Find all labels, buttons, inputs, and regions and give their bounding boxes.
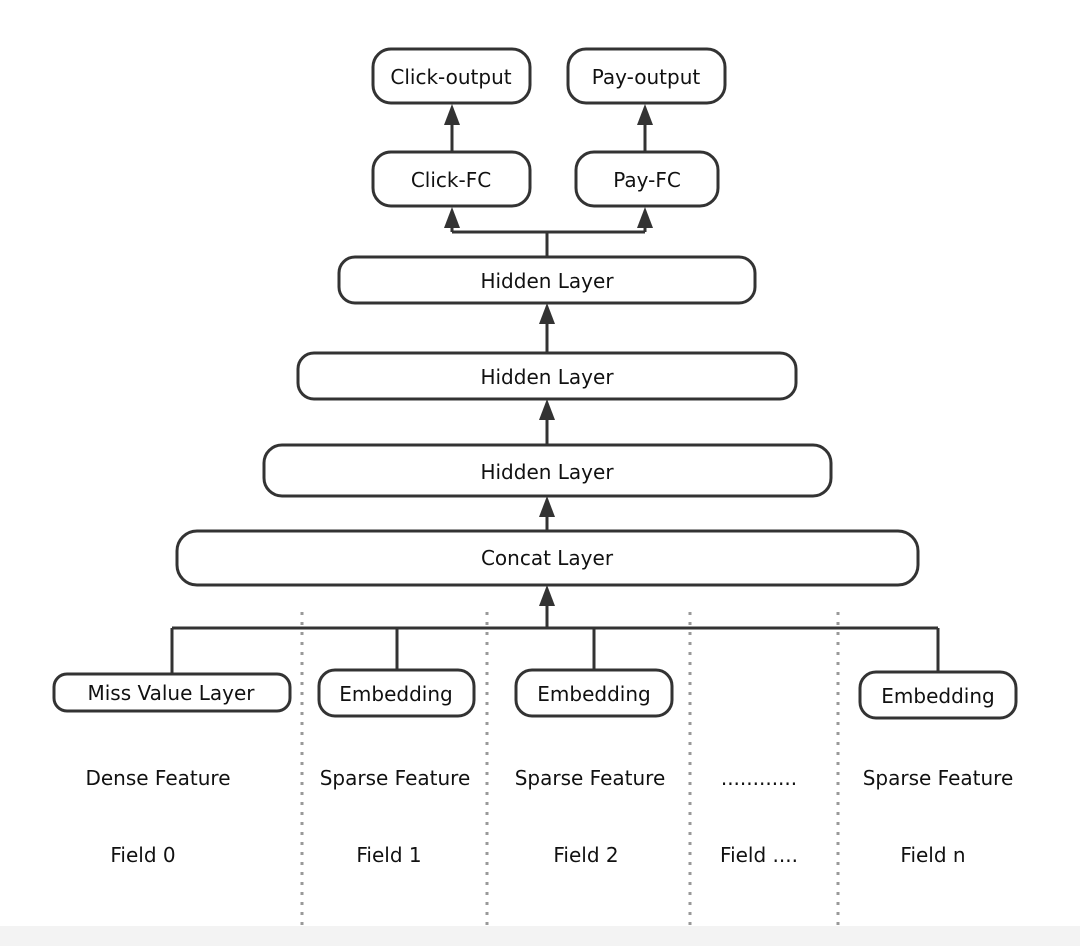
pay-output-node: Pay-output bbox=[566, 47, 727, 105]
hidden-layer-mid-box bbox=[296, 351, 798, 401]
embedding-n-label: Embedding bbox=[881, 684, 994, 708]
embedding-1-node: Embedding bbox=[317, 668, 476, 718]
input-layer-nodes: Miss Value Layer Embedding Embedding Emb… bbox=[52, 668, 1018, 720]
click-fc-box bbox=[371, 150, 532, 208]
hidden-layer-bottom-label: Hidden Layer bbox=[480, 460, 614, 484]
fc-nodes: Click-FC Pay-FC bbox=[371, 150, 720, 208]
field-labels: Field 0 Field 1 Field 2 Field .... Field… bbox=[110, 843, 965, 867]
hidden-layer-bottom-node: Hidden Layer bbox=[262, 443, 833, 498]
concat-layer-node: Concat Layer bbox=[175, 529, 920, 587]
field-label-ellipsis: Field .... bbox=[720, 843, 798, 867]
miss-value-layer-label: Miss Value Layer bbox=[87, 681, 255, 705]
pay-output-box bbox=[566, 47, 727, 105]
arrowhead-concat bbox=[539, 585, 555, 606]
concat-layer-label: Concat Layer bbox=[481, 546, 614, 570]
arrowhead-pay-output bbox=[637, 104, 653, 125]
pay-fc-box bbox=[574, 150, 720, 208]
click-fc-label: Click-FC bbox=[411, 168, 491, 192]
pay-fc-label: Pay-FC bbox=[613, 168, 681, 192]
feature-labels: Dense Feature Sparse Feature Sparse Feat… bbox=[85, 766, 1013, 790]
embedding-1-box bbox=[317, 668, 476, 718]
embedding-2-box bbox=[514, 668, 674, 718]
click-output-box bbox=[371, 47, 532, 105]
feature-label-ellipsis: ............ bbox=[721, 766, 797, 790]
embedding-n-box bbox=[858, 670, 1018, 720]
field-label-1: Field 1 bbox=[356, 843, 421, 867]
feature-label-sparse-2: Sparse Feature bbox=[515, 766, 666, 790]
arrowhead-hidden-top bbox=[539, 303, 555, 324]
embedding-2-label: Embedding bbox=[537, 682, 650, 706]
hidden-layer-bottom-box bbox=[262, 443, 833, 498]
arrowhead-hidden-bottom bbox=[539, 496, 555, 517]
output-nodes: Click-output Pay-output bbox=[371, 47, 727, 105]
click-fc-node: Click-FC bbox=[371, 150, 532, 208]
connectors bbox=[170, 104, 940, 674]
feature-label-dense-0: Dense Feature bbox=[85, 766, 230, 790]
click-output-node: Click-output bbox=[371, 47, 532, 105]
arrowhead-click-output bbox=[444, 104, 460, 125]
feature-label-sparse-1: Sparse Feature bbox=[320, 766, 471, 790]
bottom-band bbox=[0, 926, 1080, 946]
feature-label-sparse-n: Sparse Feature bbox=[863, 766, 1014, 790]
hidden-layer-mid-label: Hidden Layer bbox=[480, 365, 614, 389]
click-output-label: Click-output bbox=[390, 65, 511, 89]
hidden-layer-top-label: Hidden Layer bbox=[480, 269, 614, 293]
field-label-2: Field 2 bbox=[553, 843, 618, 867]
arrowhead-click-fc bbox=[444, 207, 460, 228]
miss-value-layer-node: Miss Value Layer bbox=[52, 672, 292, 713]
embedding-n-node: Embedding bbox=[858, 670, 1018, 720]
hidden-layers: Hidden Layer Hidden Layer Hidden Layer bbox=[262, 255, 833, 498]
arrowhead-hidden-mid bbox=[539, 399, 555, 420]
field-label-0: Field 0 bbox=[110, 843, 175, 867]
hidden-layer-top-node: Hidden Layer bbox=[337, 255, 757, 305]
embedding-2-node: Embedding bbox=[514, 668, 674, 718]
miss-value-layer-box bbox=[52, 672, 292, 713]
embedding-1-label: Embedding bbox=[339, 682, 452, 706]
hidden-layer-top-box bbox=[337, 255, 757, 305]
pay-fc-node: Pay-FC bbox=[574, 150, 720, 208]
arrowhead-pay-fc bbox=[637, 207, 653, 228]
field-label-n: Field n bbox=[900, 843, 965, 867]
hidden-layer-mid-node: Hidden Layer bbox=[296, 351, 798, 401]
pay-output-label: Pay-output bbox=[592, 65, 701, 89]
concat-layer-box bbox=[175, 529, 920, 587]
